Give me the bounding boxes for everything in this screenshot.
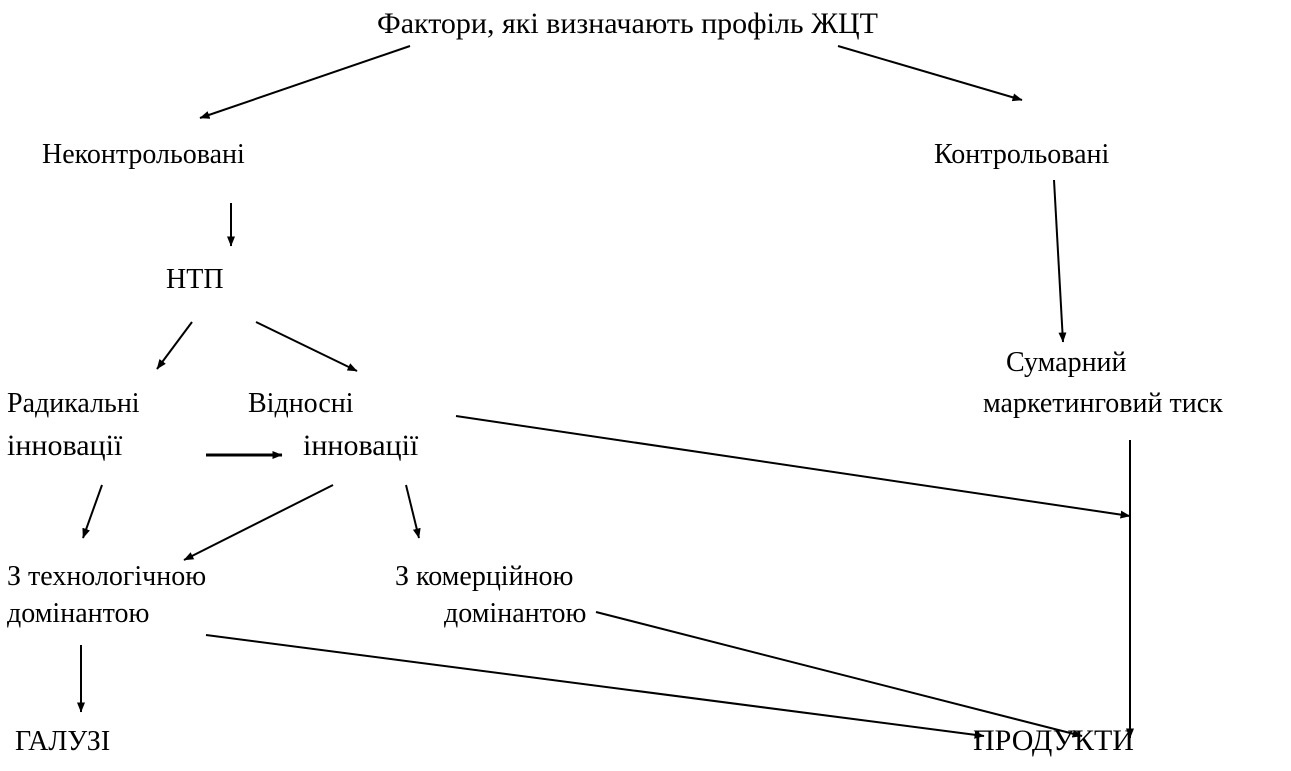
node-commercial-dominant-line1: З комерційною [395, 561, 574, 592]
node-relative-line2: інновації [303, 429, 419, 462]
node-products: ПРОДУКТИ [973, 724, 1134, 757]
node-ntp: НТП [166, 264, 224, 295]
arrow-root-to-uncontrolled [199, 45, 411, 119]
arrow-ntp-to-radical [156, 321, 193, 370]
arrow-relative-to-marketing-line [455, 415, 1131, 519]
node-relative-line1: Відносні [248, 388, 354, 419]
root-title: Фактори, які визначають профіль ЖЦТ [377, 7, 878, 40]
node-uncontrolled: Неконтрольовані [42, 139, 245, 170]
node-industries: ГАЛУЗІ [15, 726, 111, 757]
node-radical-line2: інновації [7, 429, 123, 462]
arrow-tech-to-products [205, 634, 985, 739]
arrow-root-to-controlled [837, 45, 1023, 102]
arrow-commercial-to-products [595, 611, 1083, 738]
node-tech-dominant-line1: З технологічною [7, 561, 207, 592]
node-marketing-line2: маркетинговий тиск [983, 388, 1223, 419]
arrow-radical-to-tech [82, 484, 103, 539]
node-tech-dominant-line2: домінантою [7, 598, 150, 629]
arrow-relative-to-tech [183, 484, 334, 561]
arrow-controlled-to-marketing [1053, 179, 1067, 343]
node-marketing-line1: Сумарний [1006, 347, 1127, 378]
node-commercial-dominant-line2: домінантою [444, 598, 587, 629]
node-radical-line1: Радикальні [7, 388, 140, 419]
arrow-ntp-to-relative [255, 321, 358, 372]
arrow-relative-to-commercial [405, 484, 421, 539]
node-controlled: Контрольовані [934, 139, 1110, 170]
